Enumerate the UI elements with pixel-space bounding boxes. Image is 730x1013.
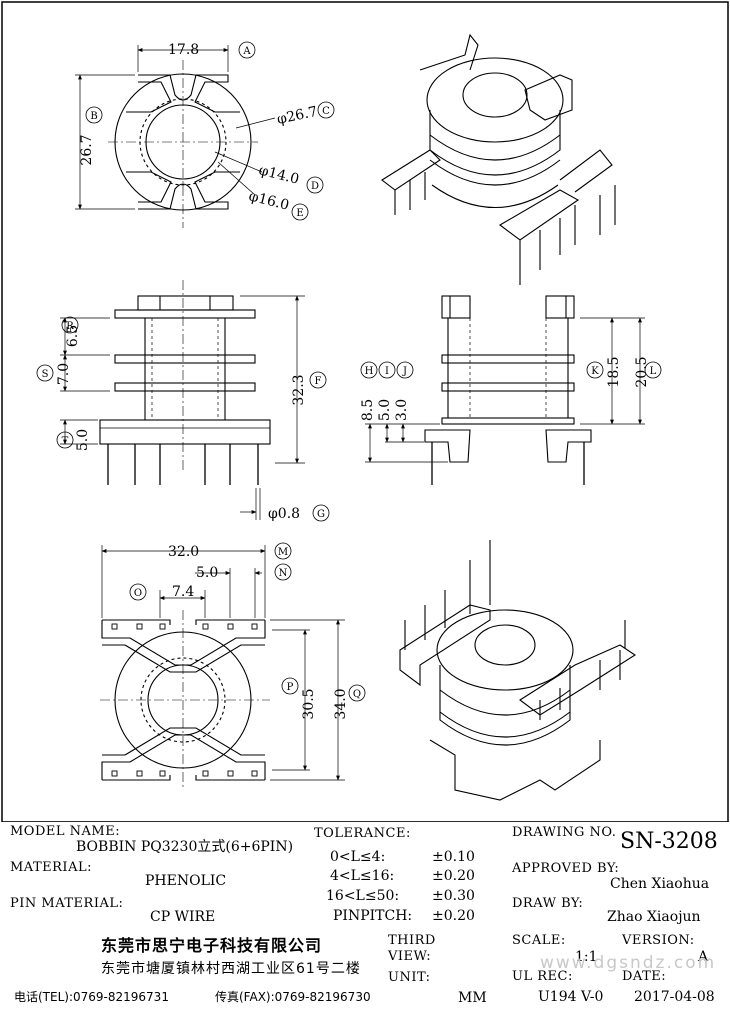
drawing-no-value: SN-3208 <box>620 829 718 854</box>
marker-i: I <box>385 366 389 377</box>
dim-side-h: 8.5 <box>360 399 376 421</box>
marker-h: H <box>365 366 374 377</box>
tolerance-range-3: 16<L≤50: <box>326 888 400 904</box>
pin-material-label: PIN MATERIAL: <box>10 896 124 911</box>
marker-n: N <box>279 568 288 579</box>
marker-s: S <box>42 369 49 380</box>
marker-q: Q <box>353 689 361 700</box>
third-view-label-1: THIRD <box>388 933 436 948</box>
fax: 传真(FAX):0769-82196730 <box>215 990 371 1004</box>
marker-k: K <box>591 366 599 377</box>
scale-label: SCALE: <box>512 933 566 948</box>
tolerance-value-4: ±0.20 <box>432 908 475 924</box>
material-value: PHENOLIC <box>145 873 227 889</box>
draw-by-label: DRAW BY: <box>512 896 584 911</box>
marker-l: L <box>650 366 657 377</box>
version-value: A <box>698 949 709 965</box>
marker-m: M <box>278 547 288 558</box>
date-value: 2017-04-08 <box>634 989 715 1005</box>
dim-bottom-q: 34.0 <box>333 688 349 719</box>
unit-label: UNIT: <box>388 970 431 985</box>
tolerance-label: TOLERANCE: <box>314 826 411 841</box>
scale-value: 1:1 <box>575 949 598 965</box>
company-name: 东莞市思宁电子科技有限公司 <box>101 936 323 955</box>
pin-material-value: CP WIRE <box>150 909 216 925</box>
tolerance-range-1: 0<L≤4: <box>330 849 386 865</box>
tel: 电话(TEL):0769-82196731 <box>14 990 169 1004</box>
dim-top-width: 17.8 <box>168 42 199 58</box>
dim-front-r: 6.5 <box>65 325 81 347</box>
dim-side-i: 5.0 <box>377 399 393 421</box>
isometric-view-bottom <box>399 540 637 801</box>
dim-bottom-n: 5.0 <box>196 565 218 581</box>
marker-e: E <box>296 208 303 219</box>
dim-pin-dia: φ0.8 <box>268 506 300 522</box>
dim-front-s: 7.0 <box>56 363 72 385</box>
dim-front-f: 32.3 <box>291 374 307 405</box>
unit-value: MM <box>458 990 487 1006</box>
draw-by-value: Zhao Xiaojun <box>607 909 701 925</box>
company-address: 东莞市塘厦镇林村西湖工业区61号二楼 <box>101 961 361 977</box>
tolerance-value-2: ±0.20 <box>432 868 475 884</box>
top-view <box>75 41 335 228</box>
ul-rec-value: U194 V-0 <box>538 989 604 1005</box>
version-label: VERSION: <box>622 933 695 948</box>
dim-side-k: 18.5 <box>606 356 622 387</box>
marker-t: T <box>62 436 69 447</box>
third-view-label-2: VIEW: <box>388 949 432 964</box>
date-label: DATE: <box>622 969 667 984</box>
marker-d: D <box>311 181 319 192</box>
tolerance-value-1: ±0.10 <box>432 849 475 865</box>
dim-bottom-o: 7.4 <box>172 584 194 600</box>
marker-r: R <box>66 321 74 332</box>
marker-a: A <box>242 46 251 57</box>
model-name-label: MODEL NAME: <box>10 824 121 839</box>
technical-drawing: SN 17.8 A 26.7 B φ26.7 C φ14.0 D φ16.0 E… <box>1 1 729 822</box>
isometric-view-top <box>381 33 616 285</box>
marker-f: F <box>315 376 322 387</box>
front-view <box>36 280 330 522</box>
approved-by-label: APPROVED BY: <box>512 861 620 876</box>
watermark: www.dgsndz.com <box>540 953 717 973</box>
marker-b: B <box>90 111 97 122</box>
tolerance-range-2: 4<L≤16: <box>330 868 395 884</box>
dim-side-j: 3.0 <box>394 399 410 421</box>
approved-by-value: Chen Xiaohua <box>610 876 710 892</box>
dim-front-t: 5.0 <box>75 429 91 451</box>
marker-c: C <box>322 106 330 117</box>
marker-p: P <box>287 682 294 693</box>
material-label: MATERIAL: <box>10 860 92 875</box>
marker-o: O <box>134 588 142 599</box>
dim-side-l: 20.5 <box>634 356 650 387</box>
ul-rec-label: UL REC: <box>512 969 573 984</box>
dim-bottom-m: 32.0 <box>168 544 199 560</box>
model-name-value: BOBBIN PQ3230立式(6+6PIN) <box>76 839 294 855</box>
dim-bottom-p: 30.5 <box>301 688 317 719</box>
drawing-no-label: DRAWING NO. <box>512 825 617 840</box>
tolerance-value-3: ±0.30 <box>432 888 475 904</box>
bottom-view <box>100 542 366 790</box>
side-view <box>360 295 662 485</box>
dim-top-height: 26.7 <box>79 134 95 165</box>
marker-j: J <box>402 366 407 377</box>
tolerance-range-4: PINPITCH: <box>333 908 413 924</box>
marker-g: G <box>317 509 325 520</box>
